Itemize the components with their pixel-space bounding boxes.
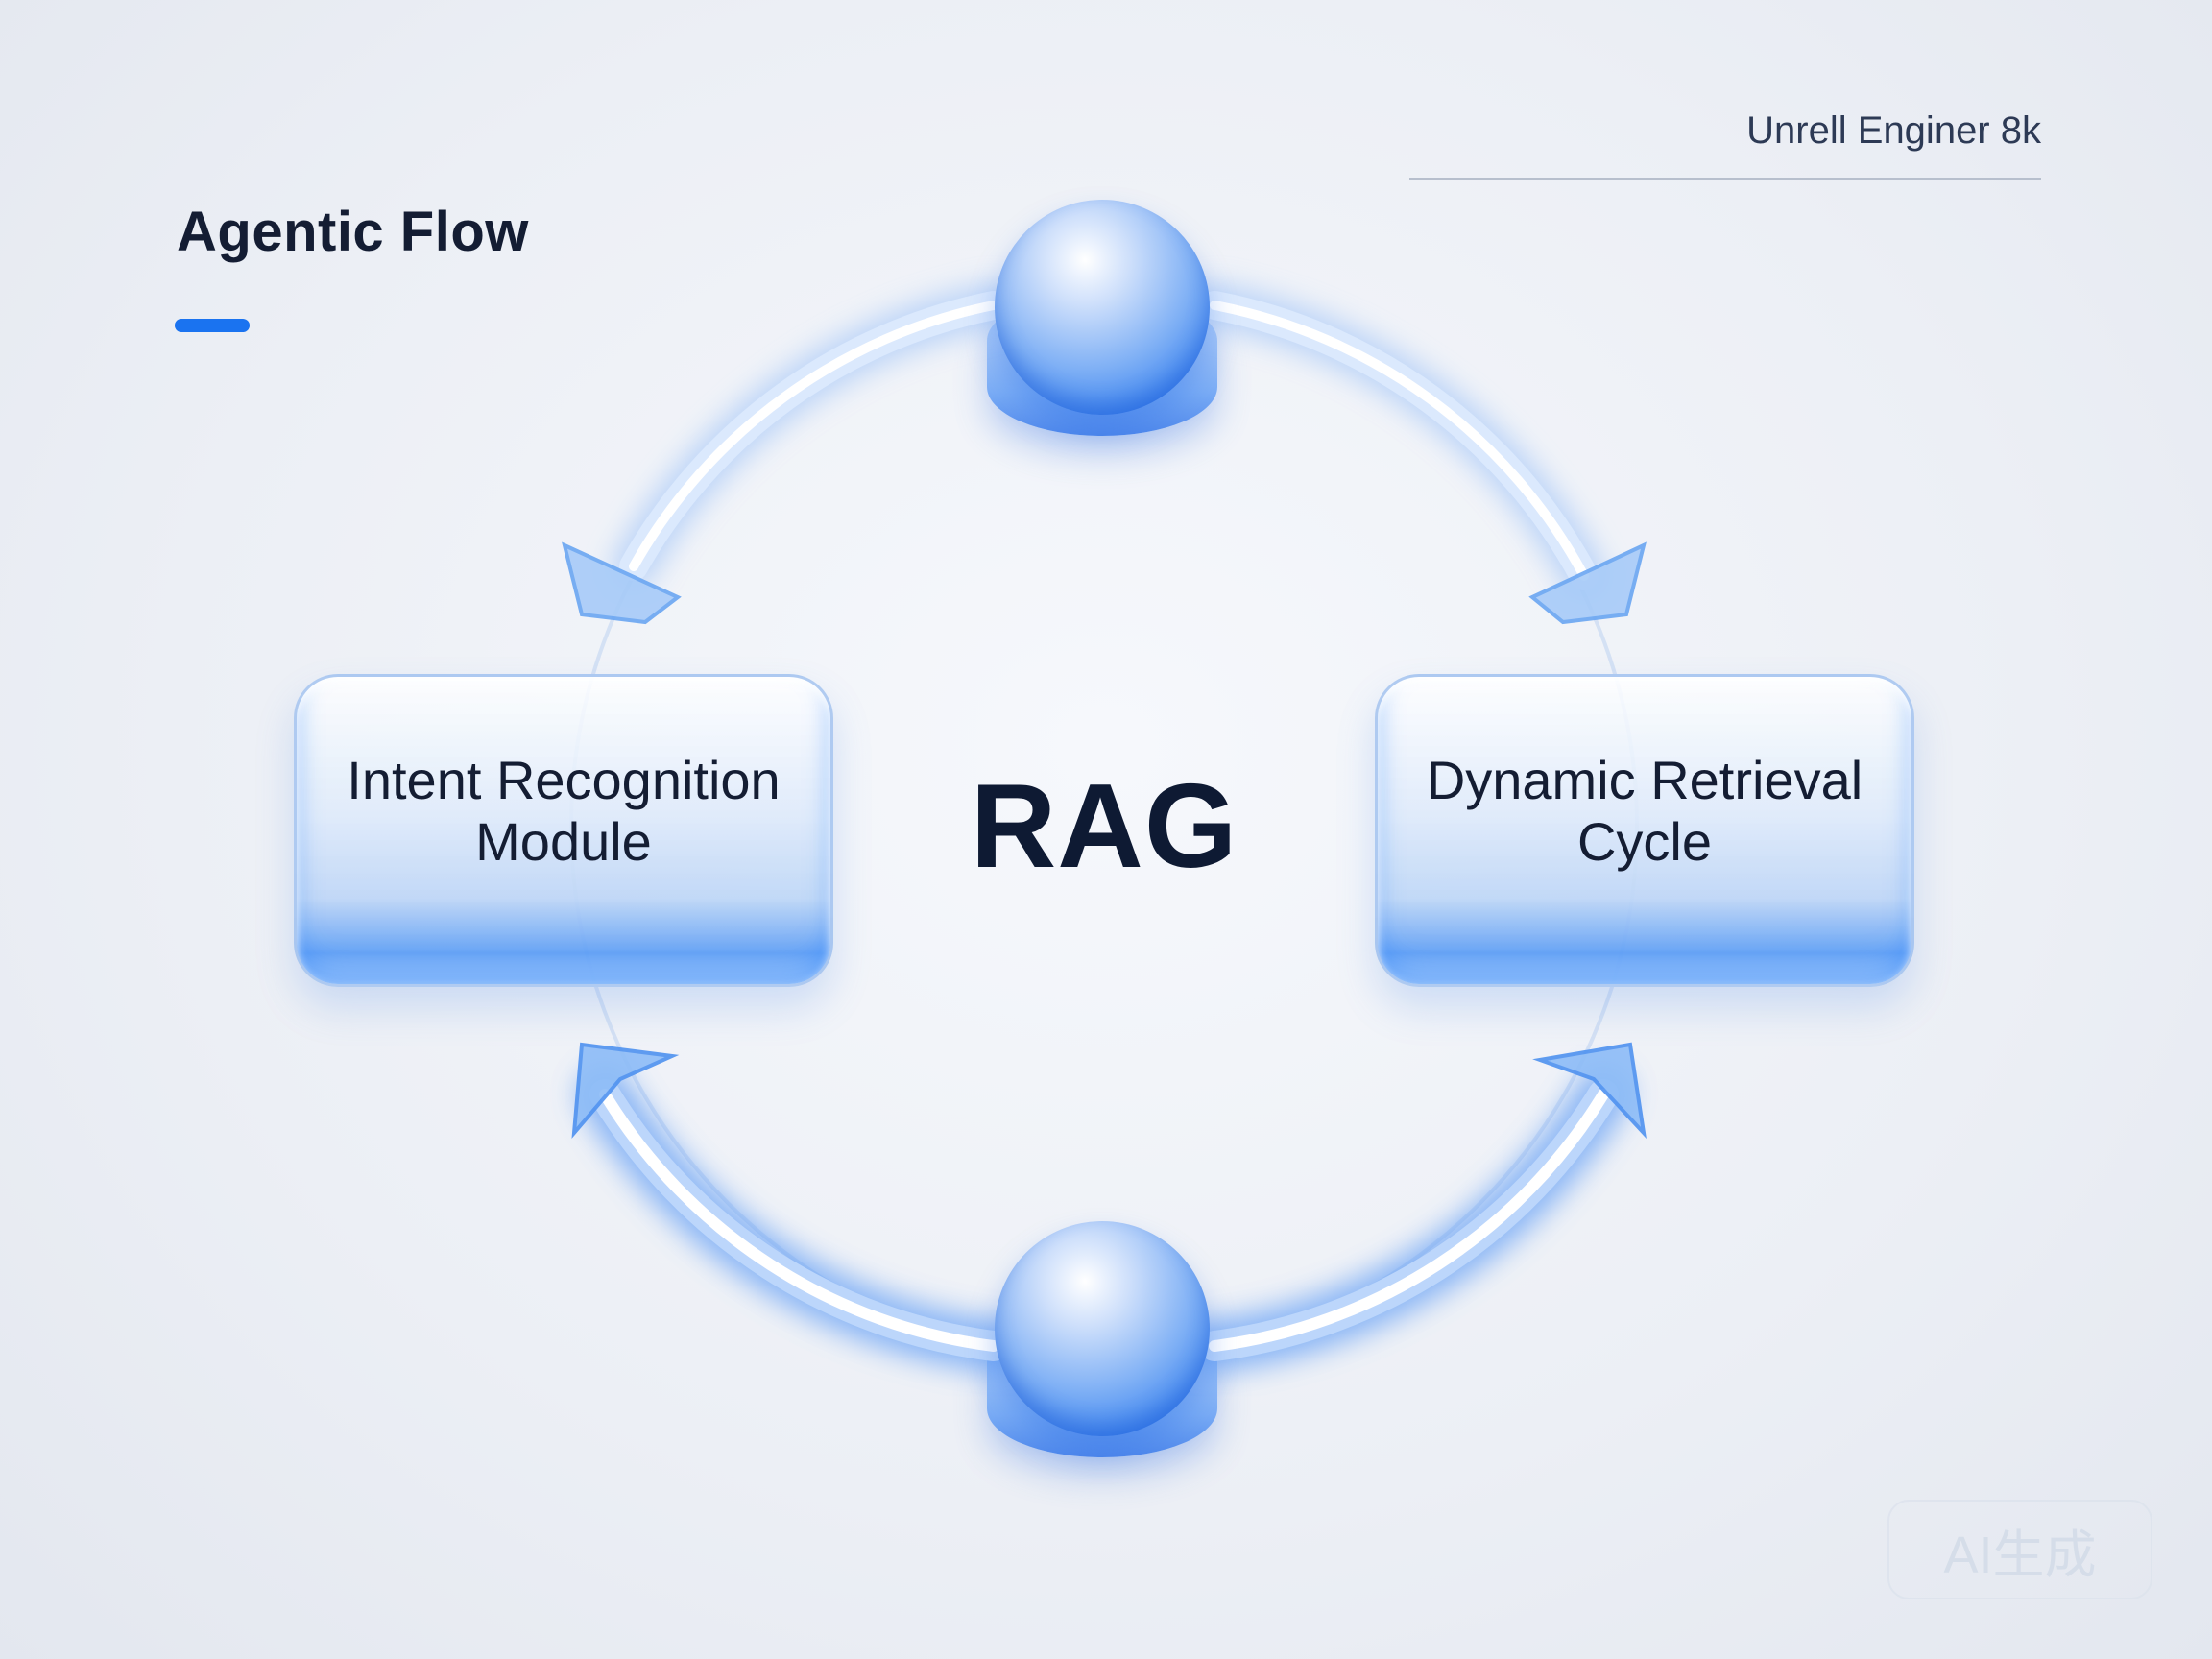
- arrowhead-icon: [1532, 1042, 1647, 1140]
- arc-top-left: [612, 283, 1016, 589]
- node-label: Dynamic Retrieval Cycle: [1426, 750, 1863, 872]
- glass-disc-icon: [987, 1221, 1217, 1461]
- arc-bottom-left: [578, 1068, 1021, 1373]
- glass-disc-icon: [987, 200, 1217, 440]
- node-intent-recognition: Intent Recognition Module: [294, 674, 833, 987]
- arrowhead-icon: [571, 1042, 680, 1140]
- node-label: Intent Recognition Module: [347, 750, 781, 872]
- engine-label: Unrell Enginer 8k: [1746, 109, 2041, 152]
- center-label: RAG: [970, 760, 1238, 893]
- page-title: Agentic Flow: [177, 201, 529, 263]
- watermark: AI生成: [1887, 1500, 2152, 1599]
- arc-bottom-right: [1188, 1068, 1630, 1373]
- arc-top-right: [1192, 283, 1606, 598]
- header-divider: [1409, 178, 2041, 180]
- title-accent-bar: [175, 319, 250, 332]
- arrowhead-icon: [1528, 541, 1647, 625]
- arrowhead-icon: [562, 541, 682, 625]
- node-dynamic-retrieval: Dynamic Retrieval Cycle: [1375, 674, 1914, 987]
